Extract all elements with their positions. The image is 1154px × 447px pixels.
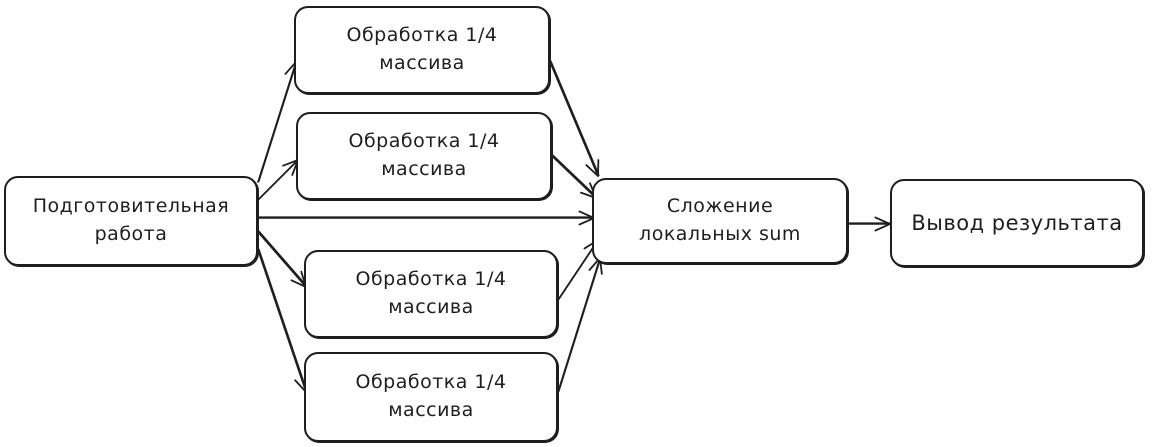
arrowhead-part1-to-sum — [585, 159, 600, 177]
edge-part2-to-sum — [551, 154, 598, 199]
node-preparation: Подготовительная работа — [4, 176, 258, 266]
edge-prep-to-part1 — [257, 60, 299, 183]
edge-part4-to-sum — [557, 256, 603, 393]
node-process-part-4: Обработка 1/4 массива — [304, 352, 558, 442]
node-sum-local: Сложение локальных sum — [592, 178, 848, 264]
edge-prep-to-sum — [257, 210, 596, 226]
edge-prep-to-part4 — [257, 248, 309, 393]
node-process-part-2: Обработка 1/4 массива — [296, 112, 552, 200]
node-process-part-4-label: Обработка 1/4 массива — [355, 371, 507, 421]
node-sum-local-label: Сложение локальных sum — [639, 195, 801, 245]
node-process-part-1-label: Обработка 1/4 массива — [346, 24, 498, 74]
edge-prep-to-part3 — [257, 230, 308, 288]
node-preparation-label: Подготовительная работа — [32, 195, 230, 245]
node-process-part-3-label: Обработка 1/4 массива — [355, 268, 507, 318]
node-process-part-1: Обработка 1/4 массива — [294, 6, 550, 94]
node-process-part-2-label: Обработка 1/4 массива — [348, 130, 500, 180]
edge-part1-to-sum — [549, 60, 600, 177]
node-output-result: Вывод результата — [890, 179, 1144, 267]
node-output-result-label: Вывод результата — [911, 210, 1123, 235]
node-process-part-3: Обработка 1/4 массива — [304, 250, 558, 338]
edge-sum-to-output — [847, 216, 892, 232]
